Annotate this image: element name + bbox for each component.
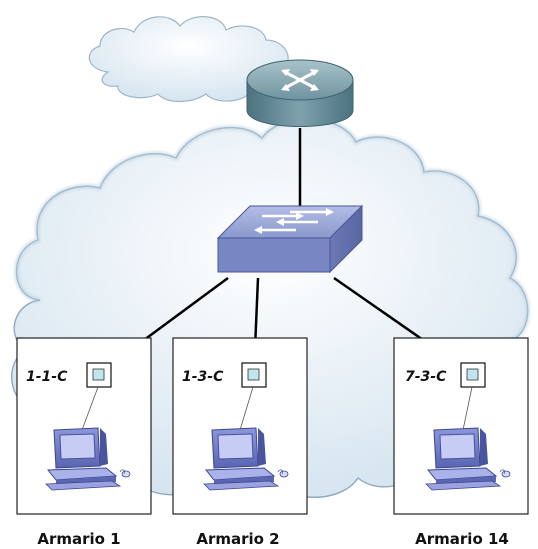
cabinet-label: Armario 14	[415, 530, 509, 548]
port-label: 7-3-C	[405, 369, 447, 385]
cabinet-label: Armario 2	[196, 530, 279, 548]
cabinet-armario-14: 7-3-C	[393, 337, 529, 515]
patch-cord	[81, 386, 99, 431]
router-icon	[246, 59, 354, 127]
patch-cord	[239, 386, 254, 431]
wall-port-socket-icon	[466, 368, 479, 381]
patch-cord	[462, 386, 473, 431]
cabinet-armario-2: 1-3-C	[172, 337, 308, 515]
wall-port-socket-icon	[92, 368, 105, 381]
switch-icon	[216, 204, 364, 274]
port-label: 1-3-C	[182, 369, 224, 385]
cloud-icon	[88, 16, 289, 103]
cabinet-label: Armario 1	[37, 530, 120, 548]
wall-port-socket-icon	[247, 368, 260, 381]
cabinet-armario-1: 1-1-C	[16, 337, 152, 515]
port-label: 1-1-C	[26, 369, 68, 385]
wall-port-icon	[460, 362, 486, 388]
